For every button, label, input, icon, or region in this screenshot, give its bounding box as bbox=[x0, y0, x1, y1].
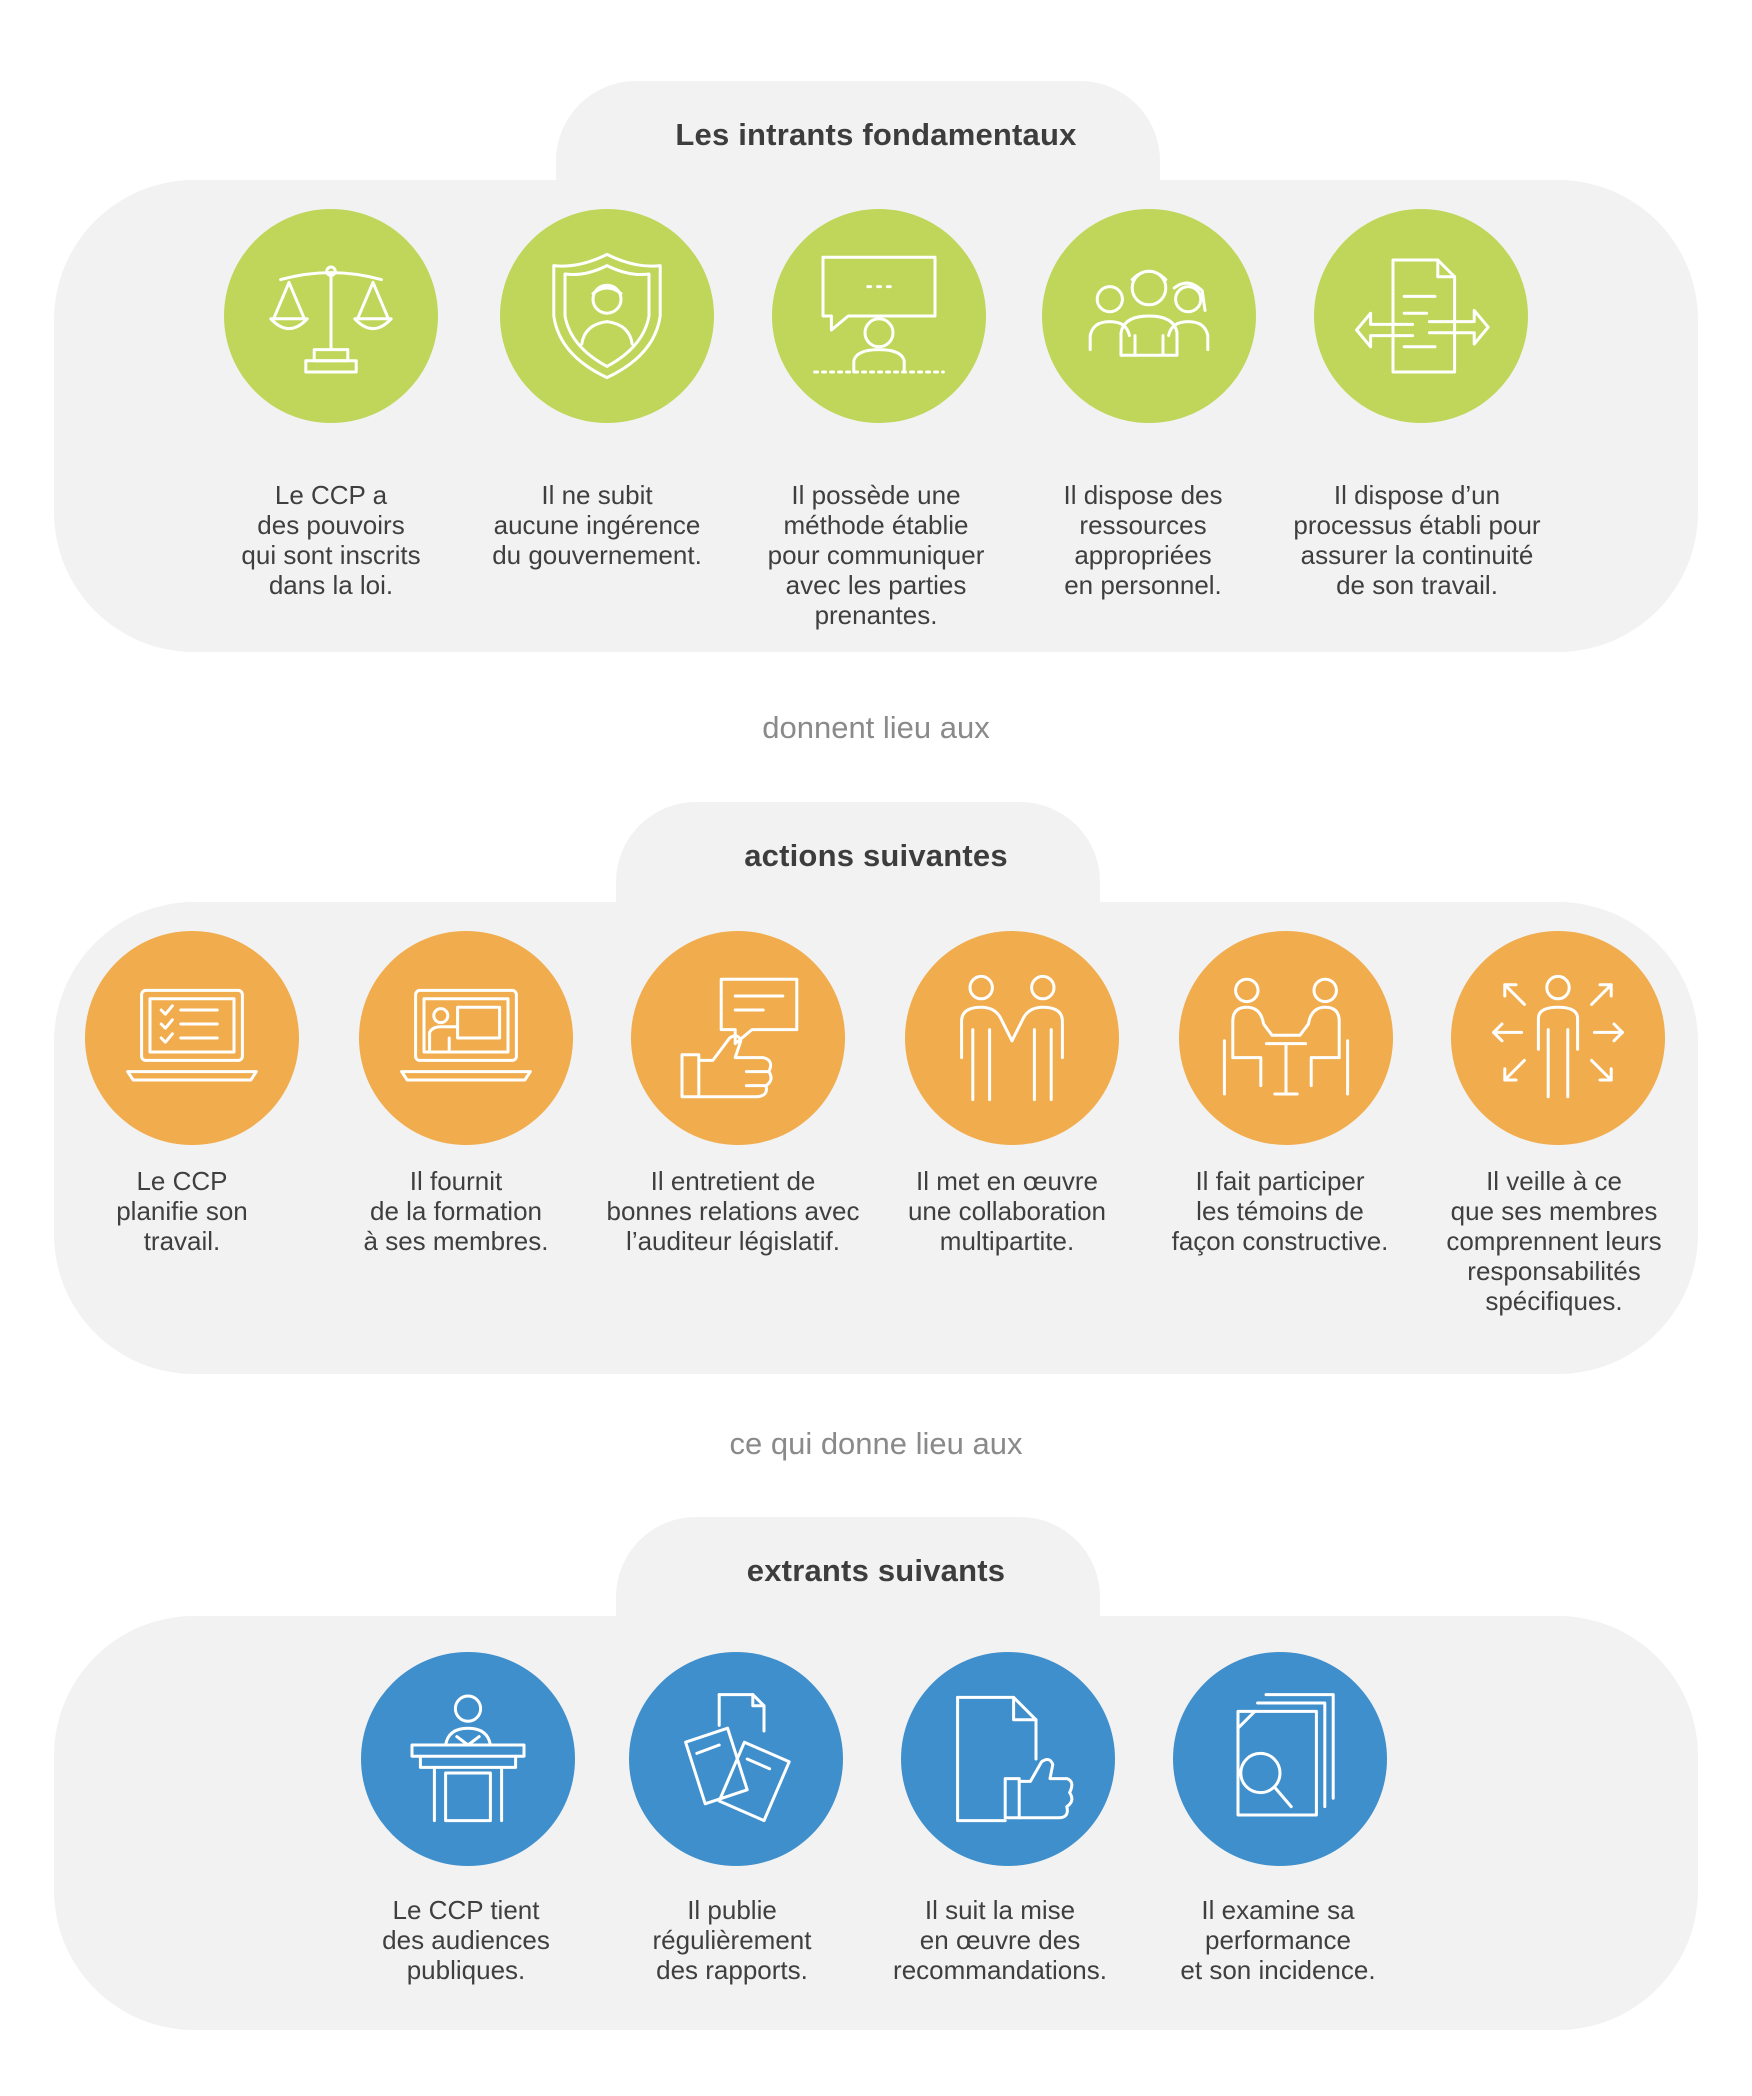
connector-1: donnent lieu aux bbox=[762, 710, 990, 745]
actions-item-2-circle bbox=[359, 931, 573, 1145]
podium-speaker-icon bbox=[398, 1689, 538, 1829]
outputs-item-4-label: Il examine sa performance et son inciden… bbox=[1180, 1895, 1376, 1985]
documents-magnifier-icon bbox=[1210, 1689, 1350, 1829]
laptop-presenter-icon bbox=[396, 968, 536, 1108]
inputs-item-1-label: Le CCP a des pouvoirs qui sont inscrits … bbox=[241, 480, 421, 600]
section-3-panel bbox=[54, 1616, 1698, 2030]
actions-item-6-label: Il veille à ce que ses membres comprenne… bbox=[1446, 1166, 1662, 1316]
actions-item-1-label: Le CCP planifie son travail. bbox=[116, 1166, 248, 1256]
inputs-item-5-label: Il dispose d’un processus établi pour as… bbox=[1293, 480, 1541, 600]
actions-item-5-circle bbox=[1179, 931, 1393, 1145]
actions-item-3-circle bbox=[631, 931, 845, 1145]
outputs-item-2-circle bbox=[629, 1652, 843, 1866]
inputs-item-4-circle bbox=[1042, 209, 1256, 423]
people-at-table-icon bbox=[1216, 968, 1356, 1108]
actions-item-6-circle bbox=[1451, 931, 1665, 1145]
outputs-item-3-circle bbox=[901, 1652, 1115, 1866]
inputs-item-1-circle bbox=[224, 209, 438, 423]
two-people-handshake-icon bbox=[942, 968, 1082, 1108]
inputs-item-3-label: Il possède une méthode établie pour comm… bbox=[767, 480, 985, 630]
actions-item-4-label: Il met en œuvre une collaboration multip… bbox=[907, 1166, 1107, 1256]
document-arrows-icon bbox=[1351, 246, 1491, 386]
document-thumbs-up-icon bbox=[938, 1689, 1078, 1829]
inputs-item-5-circle bbox=[1314, 209, 1528, 423]
speech-bubble-speaker-icon bbox=[809, 246, 949, 386]
scales-of-justice-icon bbox=[261, 246, 401, 386]
actions-item-4-circle bbox=[905, 931, 1119, 1145]
outputs-item-3-label: Il suit la mise en œuvre des recommandat… bbox=[893, 1895, 1107, 1985]
shield-person-icon bbox=[537, 246, 677, 386]
documents-icon bbox=[666, 1689, 806, 1829]
inputs-item-4-label: Il dispose des ressources appropriées en… bbox=[1063, 480, 1223, 600]
connector-2: ce qui donne lieu aux bbox=[729, 1426, 1023, 1461]
actions-item-3-label: Il entretient de bonnes relations avec l… bbox=[606, 1166, 860, 1256]
inputs-item-2-circle bbox=[500, 209, 714, 423]
outputs-item-1-label: Le CCP tient des audiences publiques. bbox=[382, 1895, 550, 1985]
section-2-panel bbox=[54, 902, 1698, 1374]
section-1-title: Les intrants fondamentaux bbox=[675, 117, 1077, 152]
inputs-item-2-label: Il ne subit aucune ingérence du gouverne… bbox=[492, 480, 702, 570]
outputs-item-4-circle bbox=[1173, 1652, 1387, 1866]
inputs-item-3-circle bbox=[772, 209, 986, 423]
section-2-title: actions suivantes bbox=[744, 838, 1008, 873]
outputs-item-2-label: Il publie régulièrement des rapports. bbox=[652, 1895, 812, 1985]
actions-item-5-label: Il fait participer les témoins de façon … bbox=[1171, 1166, 1389, 1256]
thumbs-up-message-icon bbox=[668, 968, 808, 1108]
outputs-item-1-circle bbox=[361, 1652, 575, 1866]
laptop-checklist-icon bbox=[122, 968, 262, 1108]
actions-item-1-circle bbox=[85, 931, 299, 1145]
actions-item-2-label: Il fournit de la formation à ses membres… bbox=[363, 1166, 549, 1256]
people-group-icon bbox=[1079, 246, 1219, 386]
section-3-title: extrants suivants bbox=[746, 1553, 1006, 1588]
person-arrows-outward-icon bbox=[1488, 968, 1628, 1108]
